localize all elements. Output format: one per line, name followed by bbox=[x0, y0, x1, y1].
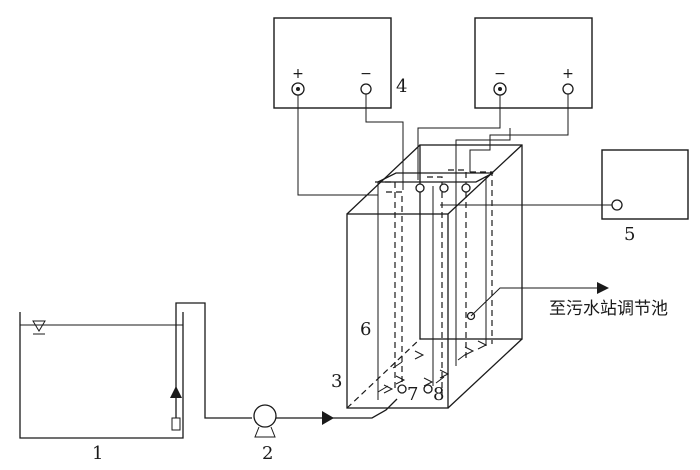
outlet-arrow-icon bbox=[597, 282, 609, 294]
aerator-right bbox=[423, 340, 488, 394]
aerator-left bbox=[377, 350, 425, 394]
positive-sign: + bbox=[292, 66, 304, 82]
meter bbox=[601, 149, 689, 220]
label-aerator-left: 7 bbox=[407, 384, 418, 405]
label-power-supply: 4 bbox=[396, 76, 407, 97]
power-supply-right: − + bbox=[474, 17, 593, 109]
reactor-cell bbox=[346, 144, 523, 409]
positive-terminal bbox=[562, 83, 574, 95]
negative-sign: − bbox=[494, 66, 506, 82]
power-supply-left: + − bbox=[273, 17, 392, 109]
feed-tank bbox=[19, 306, 184, 439]
intake-filter bbox=[171, 417, 181, 431]
water-level-marker-icon bbox=[32, 320, 46, 332]
flow-up-arrow-icon bbox=[170, 386, 182, 398]
terminal-bolt bbox=[439, 183, 449, 193]
wiring bbox=[297, 94, 612, 206]
positive-sign: + bbox=[562, 66, 574, 82]
label-tank: 1 bbox=[92, 443, 103, 464]
terminal-bolt bbox=[461, 183, 471, 193]
label-electrode: 6 bbox=[360, 319, 371, 340]
label-pump: 2 bbox=[262, 443, 273, 464]
outlet-pipe bbox=[470, 287, 597, 317]
flow-right-arrow-icon bbox=[322, 411, 334, 425]
label-aerator-right: 8 bbox=[433, 384, 444, 405]
label-meter: 5 bbox=[624, 224, 635, 245]
electrode-plates bbox=[375, 169, 494, 400]
feed-pipe bbox=[175, 302, 252, 419]
meter-probe-terminal bbox=[611, 199, 623, 211]
negative-terminal bbox=[360, 83, 372, 95]
negative-sign: − bbox=[360, 66, 372, 82]
outlet-destination-label: 至污水站调节池 bbox=[549, 299, 668, 319]
label-reactor: 3 bbox=[331, 371, 342, 392]
pump bbox=[253, 404, 277, 438]
terminal-bolt bbox=[415, 183, 425, 193]
